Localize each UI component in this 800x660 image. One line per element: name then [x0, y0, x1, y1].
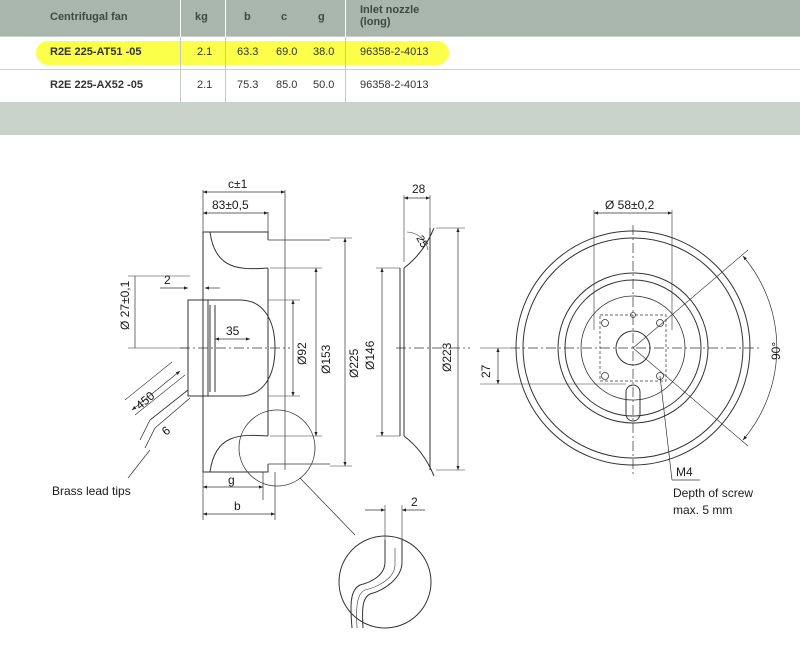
row1-c: 69.0 [276, 46, 298, 58]
row2-g: 50.0 [313, 79, 335, 91]
nozzle-section [376, 195, 470, 477]
table-header: Centrifugal fan kg b c g Inlet nozzle (l… [0, 0, 800, 36]
depth-label-1: Depth of screw [673, 486, 753, 500]
header-nozzle: Inlet nozzle [360, 4, 420, 16]
dim-25: 25 [413, 234, 430, 251]
detail-dim-2: 2 [411, 495, 418, 509]
row2-model: R2E 225-AX52 -05 [50, 79, 143, 91]
row2-b: 75.3 [237, 79, 259, 91]
dim-153: Ø153 [319, 344, 333, 374]
technical-drawing: c±1 83±0,5 2 Ø 27±0,1 35 Ø92 Ø153 Ø225 4… [52, 177, 783, 629]
dim-223: Ø223 [440, 342, 454, 372]
row1-model: R2E 225-AT51 -05 [50, 46, 142, 58]
header-g: g [318, 11, 325, 23]
row2-c: 85.0 [276, 79, 298, 91]
row2-nozzle: 96358-2-4013 [360, 79, 429, 91]
dim-35: 35 [226, 324, 240, 338]
dim-28: 28 [412, 182, 426, 196]
dim-c: c±1 [228, 177, 248, 191]
header-kg: kg [195, 11, 208, 23]
detail-view [338, 505, 432, 629]
dim-27-left: Ø 27±0,1 [118, 280, 132, 330]
dim-146: Ø146 [363, 340, 377, 370]
highlight-marker [36, 41, 449, 65]
dim-92: Ø92 [295, 342, 309, 365]
brass-label: Brass lead tips [52, 484, 131, 498]
dim-b: b [234, 499, 241, 513]
dim-83: 83±0,5 [212, 198, 249, 212]
side-view [124, 190, 356, 536]
row1-b: 63.3 [237, 46, 259, 58]
dim-2-left: 2 [164, 273, 171, 287]
header-b: b [244, 11, 251, 23]
row2-kg: 2.1 [197, 79, 213, 91]
header-model: Centrifugal fan [50, 11, 128, 23]
row1-g: 38.0 [313, 46, 335, 58]
table-row [0, 70, 800, 102]
dim-58: Ø 58±0,2 [605, 198, 655, 212]
dim-g: g [228, 473, 235, 487]
header-nozzle-sub: (long) [360, 16, 391, 28]
m4-label: M4 [676, 465, 693, 479]
row1-nozzle: 96358-2-4013 [360, 46, 429, 58]
spec-table: Centrifugal fan kg b c g Inlet nozzle (l… [0, 0, 800, 135]
dim-6: 6 [159, 423, 173, 438]
depth-label-2: max. 5 mm [673, 503, 732, 517]
dim-225: Ø225 [347, 348, 361, 378]
front-view [480, 210, 778, 481]
dim-90: 90° [769, 342, 783, 360]
header-c: c [281, 11, 288, 23]
row1-kg: 2.1 [197, 46, 213, 58]
dim-27-front: 27 [479, 364, 493, 378]
